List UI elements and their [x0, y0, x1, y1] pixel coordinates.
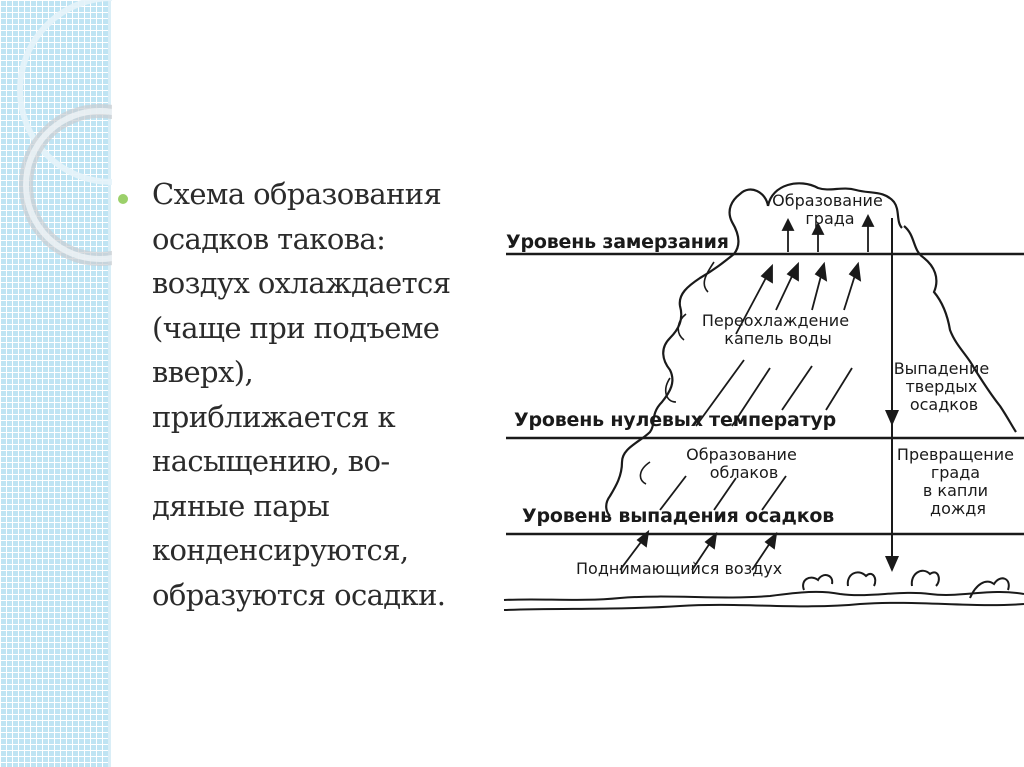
arrow [735, 273, 769, 335]
bullet-text: Схема образования осадков такова: воздух… [152, 177, 451, 612]
cloud-outline [605, 188, 770, 517]
arrowhead [704, 531, 718, 550]
arrow [659, 475, 687, 511]
ground-line [503, 601, 1024, 611]
bush [969, 577, 1010, 599]
zero-level-label: Уровень нулевых температур [514, 409, 836, 431]
arrowhead [636, 529, 650, 548]
arrowhead [781, 217, 795, 231]
arrow [843, 271, 857, 311]
caption-line: града [931, 463, 980, 482]
arrow [619, 537, 645, 571]
arrowhead [814, 261, 828, 282]
caption-line: Превращение [897, 445, 1014, 464]
fall-arrowhead-lower [885, 556, 899, 572]
caption-rising-air: Поднимающийся воздух [576, 559, 782, 578]
caption-line: града [805, 209, 854, 228]
cloud-top [766, 182, 903, 229]
arrow [731, 367, 771, 427]
caption-cloud-formation: Образование облаков [686, 445, 802, 482]
caption-line: дождя [930, 499, 986, 518]
ground-line [503, 590, 1024, 601]
bush [846, 571, 877, 587]
precip-level-label: Уровень выпадения осадков [522, 505, 834, 527]
caption-line: твердых [905, 377, 977, 396]
arrowhead [786, 261, 799, 282]
arrowhead [760, 263, 773, 284]
caption-line: Образование [686, 445, 797, 464]
decorative-rings [17, 0, 112, 266]
arrows [619, 213, 875, 571]
arrowhead [861, 213, 875, 227]
caption-line: Переохлаждение [702, 311, 849, 330]
arrow [713, 477, 737, 511]
caption-line: облаков [710, 463, 779, 482]
bush [910, 569, 940, 587]
bullet-list: Схема образования осадков такова: воздух… [118, 172, 488, 617]
caption-line: осадков [910, 395, 978, 414]
arrowhead [764, 531, 778, 550]
ground [503, 569, 1024, 611]
arrow [761, 475, 787, 511]
cloud-right [903, 225, 1017, 433]
caption-line: Выпадение [894, 359, 989, 378]
arrow [775, 271, 795, 311]
caption-line: Образование [772, 191, 883, 210]
caption-line: в капли [923, 481, 988, 500]
bush [802, 574, 834, 591]
arrow [811, 271, 823, 311]
bullet-dot [118, 194, 128, 204]
arrow [695, 359, 745, 427]
fall-arrowhead-upper [885, 410, 899, 426]
arrow [825, 367, 853, 411]
caption-solid-fall: Выпадение твердых осадков [894, 359, 995, 414]
bullet-item: Схема образования осадков такова: воздух… [118, 172, 488, 617]
arrow [781, 365, 813, 411]
caption-hail-to-rain: Превращение града в капли дождя [897, 445, 1019, 518]
sidebar-edge [108, 0, 111, 767]
freezing-level-label: Уровень замерзания [506, 231, 729, 253]
arrowhead [848, 261, 862, 282]
caption-supercooled: Переохлаждение капель воды [702, 311, 854, 348]
precipitation-diagram: Уровень замерзания Уровень нулевых темпе… [503, 182, 1024, 611]
cloud-inner-left [639, 261, 715, 485]
caption-line: капель воды [724, 329, 831, 348]
arrowhead [811, 221, 825, 235]
